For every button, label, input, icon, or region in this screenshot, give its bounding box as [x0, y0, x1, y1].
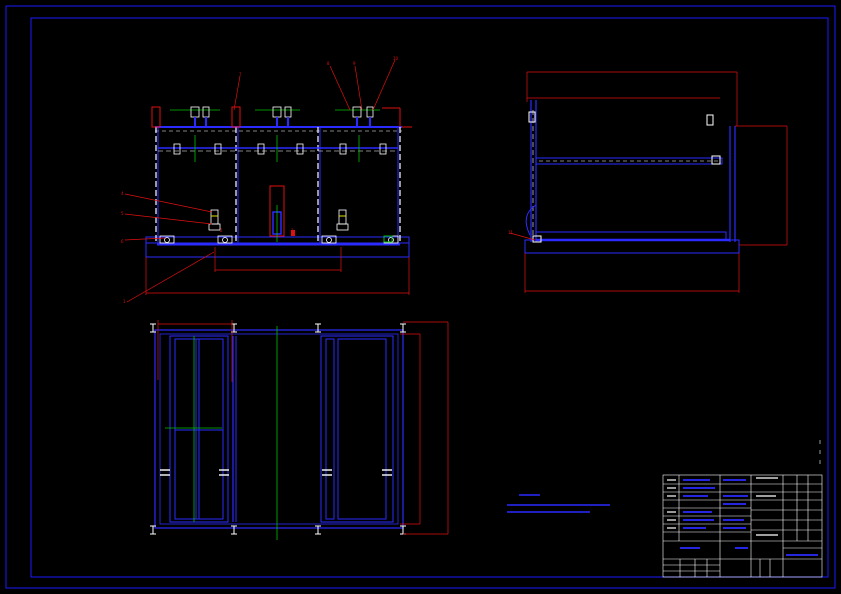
plan-outer-frame — [154, 329, 404, 529]
front-view: 7 8 9 10 4 5 6 3 2 1 — [121, 56, 412, 304]
side-balloon-11: 11 — [508, 230, 514, 235]
front-balloon-10: 10 — [393, 56, 399, 61]
front-balloon-4: 4 — [121, 191, 124, 196]
side-base — [524, 239, 740, 254]
front-balloon-9: 9 — [353, 61, 356, 66]
front-balloon-8: 8 — [327, 61, 330, 66]
plan-view — [150, 320, 449, 540]
title-block — [662, 474, 823, 578]
sheet-inner-border — [30, 17, 829, 578]
front-balloon-7: 7 — [239, 72, 242, 77]
technical-notes — [507, 494, 610, 513]
front-balloon-5: 5 — [121, 211, 124, 216]
side-view: 11 — [508, 71, 788, 293]
front-balloon-3: 3 — [291, 228, 294, 233]
front-base-platform — [145, 236, 410, 258]
front-balloon-1: 1 — [123, 299, 126, 304]
front-balloon-2: 2 — [220, 228, 223, 233]
sheet-outer-border — [5, 5, 836, 589]
front-balloon-6: 6 — [121, 239, 124, 244]
